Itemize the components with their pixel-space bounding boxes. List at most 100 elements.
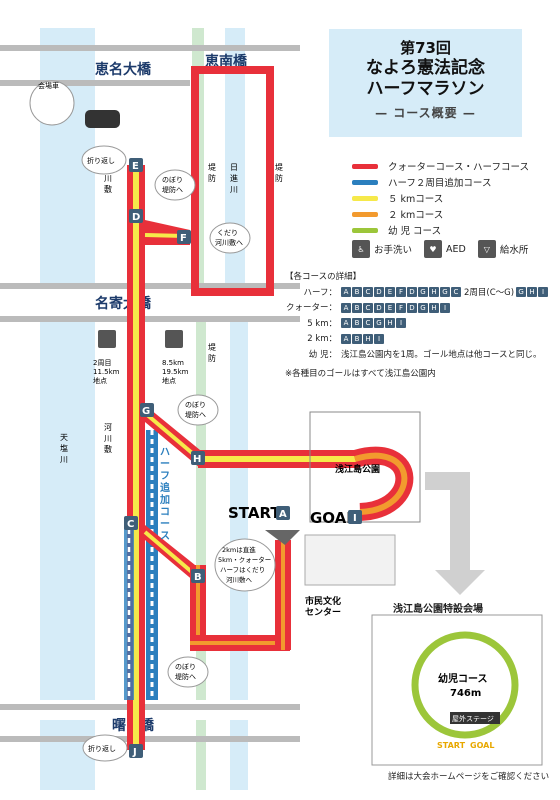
svg-text:D: D — [132, 212, 140, 223]
park-label: 浅江島公園 — [335, 463, 380, 475]
bubble-kudari: くだり 河川敷へ — [209, 222, 251, 254]
course-diagonal — [143, 411, 200, 460]
levee-label: 防 — [208, 173, 216, 183]
svg-text:折り返し: 折り返し — [88, 744, 116, 753]
cultural-center-label: センター — [305, 606, 341, 618]
legend-swatch — [352, 227, 378, 233]
legend: クォーターコース・ハーフコース ハーフ２周目追加コース ５ kmコース ２ km… — [352, 158, 552, 238]
legend-item: ２ kmコース — [352, 206, 552, 222]
venue-title: 浅江島公園特設会場 — [393, 604, 483, 615]
legend-item: ５ kmコース — [352, 190, 552, 206]
checkpoint-chip: E — [385, 302, 395, 313]
checkpoint-chip: C — [363, 287, 373, 297]
water-icon: ▽ — [477, 240, 496, 258]
details-note: ※各種目のゴールはすべて浅江島公園内 — [285, 369, 436, 379]
checkpoint-chip: I — [538, 287, 549, 297]
stage-box — [450, 712, 500, 724]
svg-text:A: A — [279, 509, 287, 520]
course-main-lane — [133, 165, 139, 750]
water-station-label: 11.5km — [93, 368, 120, 376]
checkpoint-chip: A — [341, 318, 351, 328]
bridge-road — [0, 316, 300, 322]
checkpoint-chip: H — [363, 333, 373, 344]
half-extra-label: ー — [160, 459, 170, 470]
svg-text:I: I — [353, 513, 357, 524]
checkpoint-chip: H — [429, 302, 439, 313]
facilities-legend: ♿お手洗い ♥AED ▽給水所 — [352, 240, 540, 258]
bubble-turn-top: 折り返し — [81, 145, 127, 175]
svg-text:河川敷へ: 河川敷へ — [215, 238, 243, 247]
legend-item: ハーフ２周目追加コース — [352, 174, 552, 190]
facility-label: お手洗い — [374, 245, 413, 256]
bridge-label-meimei: 恵名大橋 — [95, 61, 152, 78]
river-band — [230, 720, 248, 790]
goal-label: GOAL — [310, 509, 356, 527]
details-row-label: 幼 児： — [308, 349, 337, 360]
checkpoint-chip: I — [374, 333, 384, 344]
event-edition: 第73回 — [400, 39, 451, 57]
svg-text:堤防へ: 堤防へ — [162, 185, 183, 194]
half-extra-label: ー — [160, 519, 170, 530]
checkpoint-E: E — [129, 158, 143, 172]
svg-text:H: H — [193, 454, 201, 465]
details-row-kids: 幼 児： 浅江島公園内を1周。ゴール地点は他コースと同じ。 — [285, 348, 555, 364]
facility-toilet: ♿お手洗い — [352, 240, 412, 258]
river-label: 塩 — [60, 443, 68, 453]
facility-aed: ♥AED — [424, 240, 466, 258]
kids-course-distance: 746m — [450, 688, 481, 699]
facility-label: 給水所 — [499, 245, 529, 256]
half-extra-label: ス — [160, 530, 170, 542]
course-to-park — [198, 456, 358, 462]
river-label: 天 — [60, 433, 68, 442]
checkpoint-chip: C — [363, 318, 373, 328]
checkpoint-H: H — [191, 451, 205, 465]
river-label: 川 — [60, 455, 68, 464]
checkpoint-chip: H — [385, 318, 395, 328]
details-row-label: ハーフ： — [303, 287, 338, 298]
details-row-label: 2 km： — [307, 334, 337, 344]
details-suffix: 2周目(C〜G) — [464, 287, 515, 298]
course-diagonal — [143, 530, 195, 575]
inset-start: START — [437, 741, 466, 750]
riverbed-label: 敷 — [104, 184, 112, 194]
checkpoint-chip: H — [527, 287, 538, 297]
legend-swatch — [352, 163, 378, 169]
event-subtitle: ハーフマラソン — [366, 79, 485, 99]
bubble-turn-bottom: 折り返し — [82, 734, 128, 762]
checkpoint-chip: G — [516, 287, 527, 297]
legend-label: ５ kmコース — [388, 194, 444, 205]
checkpoint-chip: B — [352, 287, 362, 297]
legend-label: クォーターコース・ハーフコース — [388, 162, 529, 173]
bridge-road — [0, 704, 300, 710]
svg-text:B: B — [194, 572, 202, 583]
riverbed-label: 河 — [104, 422, 112, 432]
legend-item: クォーターコース・ハーフコース — [352, 158, 552, 174]
svg-text:E: E — [132, 161, 139, 172]
water-icon — [165, 330, 183, 348]
svg-text:のぼり: のぼり — [175, 663, 196, 671]
svg-text:堤防へ: 堤防へ — [185, 410, 206, 419]
facility-water: ▽給水所 — [477, 240, 529, 258]
svg-text:J: J — [132, 747, 137, 758]
course-overview-label: — コース概要 — — [375, 106, 476, 121]
bubble-split: 2kmは直進 5km・クォーター ハーフはくだり 河川敷へ — [214, 538, 276, 592]
checkpoint-chip: G — [374, 318, 384, 328]
bridge-road — [0, 283, 300, 289]
svg-text:5km・クォーター: 5km・クォーター — [218, 555, 271, 564]
checkpoint-chip: D — [407, 302, 417, 313]
bubble-nobori-3: のぼり 堤防へ — [167, 656, 209, 688]
checkpoint-chip: E — [385, 287, 395, 297]
checkpoint-D: D — [129, 209, 143, 223]
legend-label: 幼 児 コース — [388, 226, 442, 237]
legend-swatch — [352, 195, 378, 201]
water-icon — [98, 330, 116, 348]
park-outline — [309, 411, 421, 523]
course-b-lane — [281, 540, 285, 650]
river-label: 進 — [230, 174, 238, 183]
half-extra-label: フ — [160, 470, 170, 482]
